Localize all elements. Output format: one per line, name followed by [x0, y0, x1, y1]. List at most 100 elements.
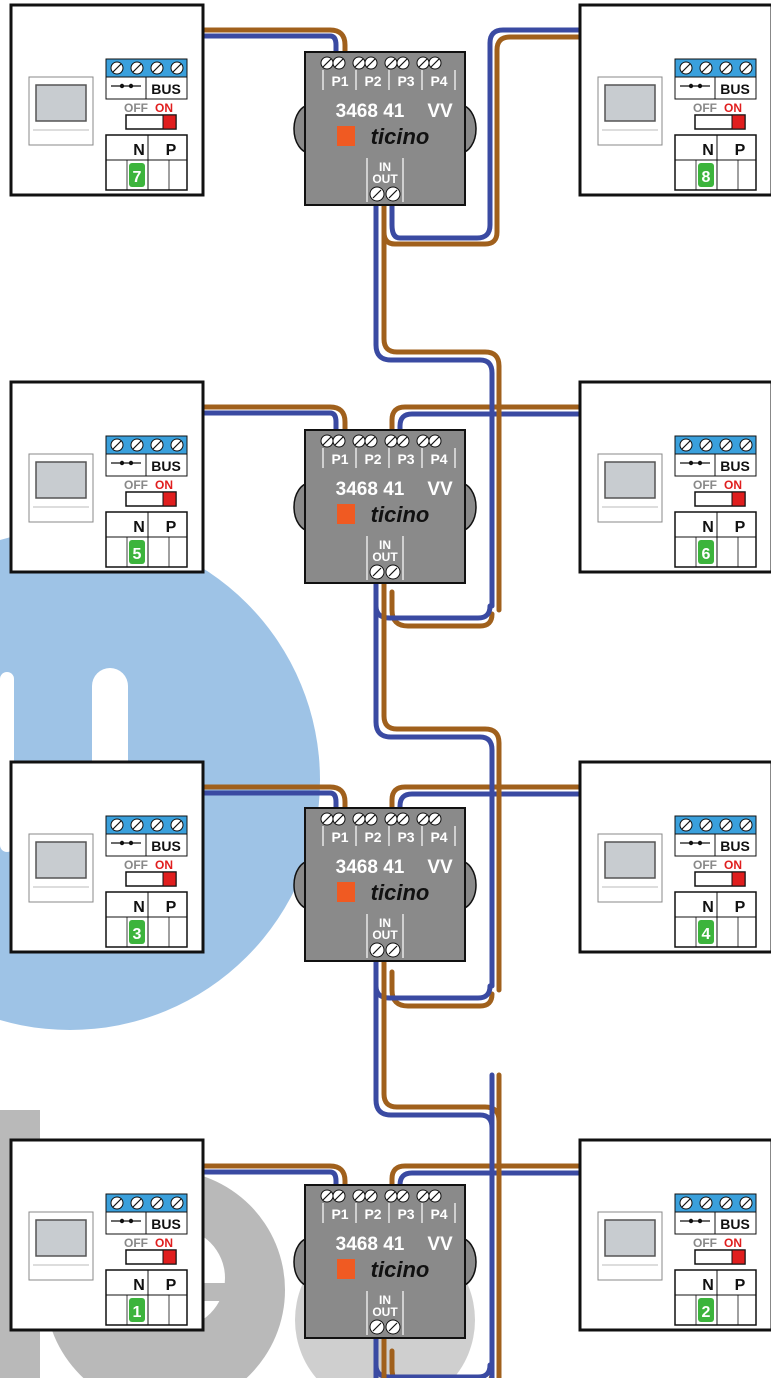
jumper-box [674, 833, 716, 857]
inout-screw-slot [372, 1322, 382, 1332]
dip-switch-knob [162, 114, 177, 130]
splitter-screw-slot [430, 58, 440, 68]
splitter-screw-slot [354, 58, 364, 68]
inout-screw-slot [372, 945, 382, 955]
switch-on-label: ON [155, 1236, 173, 1250]
splitter-suffix: VV [427, 857, 453, 878]
riser-return-brown [389, 969, 495, 1009]
jumper-dot [688, 83, 694, 89]
terminal-screw-slot [741, 63, 751, 73]
bus-box [714, 1211, 757, 1235]
inout-screw-slot [372, 189, 382, 199]
terminal-screw-slot [721, 820, 731, 830]
brand-name: ticino [371, 880, 430, 905]
splitter-screw-slot [354, 814, 364, 824]
terminal-screw-slot [741, 820, 751, 830]
monitor-screen [35, 1219, 87, 1257]
brand-name: ticino [371, 124, 430, 149]
switch-on-label: ON [155, 478, 173, 492]
bus-box [714, 453, 757, 477]
address-configurator [698, 540, 714, 564]
address-configurator [698, 1298, 714, 1322]
terminal-screw-slot [152, 1198, 162, 1208]
terminal-screw-slot [172, 820, 182, 830]
out-label: OUT [372, 1305, 398, 1319]
inout-screw-slot [388, 1322, 398, 1332]
port-label-p4: P4 [430, 451, 447, 467]
switch-off-label: OFF [693, 478, 717, 492]
address-number: 8 [702, 169, 711, 186]
splitter-body [304, 429, 466, 584]
port-label-p3: P3 [397, 451, 414, 467]
bus-label: BUS [720, 838, 750, 854]
dip-switch-knob [162, 491, 177, 507]
out-label: OUT [372, 172, 398, 186]
n-label: N [133, 1277, 145, 1294]
bus-box [145, 833, 188, 857]
jumper-dot [128, 460, 134, 466]
out-label: OUT [372, 550, 398, 564]
configurator-grid [105, 891, 188, 948]
terminal-screw-slot [152, 820, 162, 830]
terminal-screw-slot [701, 440, 711, 450]
splitter-screw-slot [366, 436, 376, 446]
brand-mark-icon [337, 882, 355, 902]
jumper-box [674, 1211, 716, 1235]
bus-label: BUS [151, 81, 181, 97]
terminal-screw-slot [681, 440, 691, 450]
splitter-screw-slot [430, 436, 440, 446]
splitter-screw-slot [366, 1191, 376, 1201]
riser-return-brown [389, 589, 495, 629]
jumper-dot [119, 1218, 125, 1224]
splitter-screw-slot [430, 1191, 440, 1201]
dip-switch-knob [731, 1249, 746, 1265]
p-label: P [166, 519, 177, 536]
riser-brown [381, 202, 502, 613]
splitter-model: 3468 41 [336, 857, 405, 878]
port-label-p4: P4 [430, 1206, 447, 1222]
in-label: IN [379, 1293, 391, 1307]
terminal-screw-slot [112, 63, 122, 73]
splitter-screw-slot [398, 436, 408, 446]
terminal-screw-slot [132, 440, 142, 450]
address-number: 4 [702, 926, 711, 943]
port-label-p1: P1 [331, 1206, 348, 1222]
jumper-dot [688, 460, 694, 466]
bus-box [714, 76, 757, 100]
splitter-screw-slot [386, 58, 396, 68]
port-label-p2: P2 [364, 451, 381, 467]
terminal-screw-slot [701, 63, 711, 73]
brand-mark-icon [337, 1259, 355, 1279]
splitter-suffix: VV [427, 1234, 453, 1255]
splitter-screw-slot [398, 1191, 408, 1201]
n-label: N [133, 519, 145, 536]
splitter-screw-slot [418, 436, 428, 446]
bus-label: BUS [720, 1216, 750, 1232]
switch-on-label: ON [155, 101, 173, 115]
jumper-dot [697, 840, 703, 846]
configurator-grid [105, 511, 188, 568]
terminal-screw-slot [152, 440, 162, 450]
address-number: 5 [133, 546, 142, 563]
switch-on-label: ON [155, 858, 173, 872]
address-configurator [129, 1298, 145, 1322]
dip-switch-knob [731, 871, 746, 887]
configurator-grid [674, 134, 757, 191]
terminal-screw-slot [681, 820, 691, 830]
in-label: IN [379, 916, 391, 930]
splitter-model: 3468 41 [336, 479, 405, 500]
p-label: P [735, 519, 746, 536]
bus-box [145, 76, 188, 100]
inout-screw-slot [388, 945, 398, 955]
riser-blue [373, 202, 495, 609]
address-configurator [129, 540, 145, 564]
terminal-screw-slot [721, 440, 731, 450]
port-label-p2: P2 [364, 1206, 381, 1222]
splitter-screw-slot [430, 814, 440, 824]
n-label: N [702, 1277, 714, 1294]
port-label-p4: P4 [430, 73, 447, 89]
splitter-body [304, 51, 466, 206]
